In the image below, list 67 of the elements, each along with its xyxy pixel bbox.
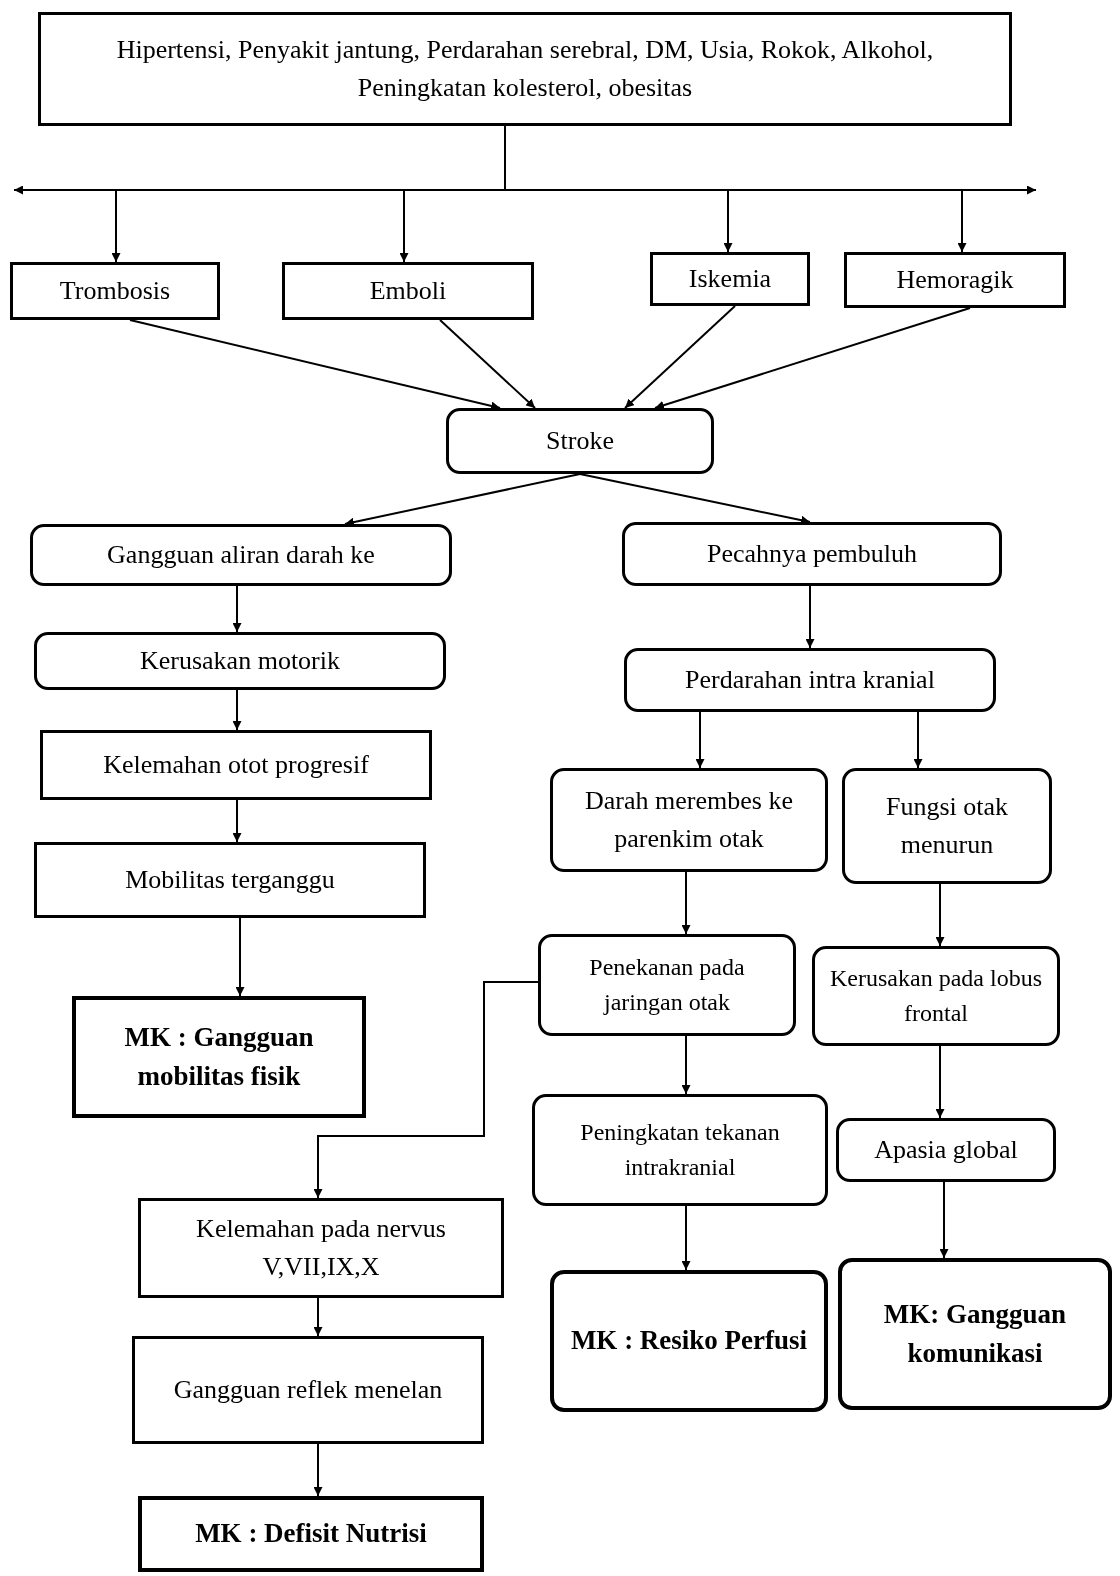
box-text: Pecahnya pembuluh — [706, 538, 918, 571]
box-text: Gangguan aliran darah ke — [107, 539, 375, 572]
box-text: MK : Resiko Perfusi — [570, 1324, 808, 1358]
diagnosis-box — [838, 1258, 1112, 1410]
process-box — [138, 1198, 504, 1298]
box-text: Penekanan pada jaringan otak — [588, 953, 746, 1017]
box-text: Darah merembes ke parenkim otak — [584, 785, 794, 855]
arrow — [232, 585, 242, 633]
process-box — [844, 252, 1066, 308]
box-text: Kelemahan otot progresif — [103, 749, 369, 782]
box-text: Hemoragik — [896, 264, 1014, 297]
box-text: Gangguan reflek menelan — [173, 1374, 443, 1407]
process-box — [40, 730, 432, 800]
diagnosis-box — [550, 1270, 828, 1412]
arrow — [232, 799, 242, 843]
arrow — [913, 711, 923, 769]
box-text: Hipertensi, Penyakit jantung, Perdarahan serebral, DM, Usia, Rokok, Alkohol, Peningkatan kolesterol, obesitas — [115, 34, 935, 104]
box-text: Mobilitas terganggu — [125, 864, 335, 897]
process-box — [624, 648, 996, 712]
process-box — [38, 12, 1012, 126]
box-text: Iskemia — [688, 263, 772, 296]
box-text: Perdarahan intra kranial — [685, 664, 935, 697]
process-box — [10, 262, 220, 320]
process-box — [842, 768, 1052, 884]
process-box — [34, 842, 426, 918]
process-box — [30, 524, 452, 586]
arrow — [439, 319, 536, 409]
arrow — [232, 689, 242, 731]
process-box — [446, 408, 714, 474]
box-text: Kelemahan pada nervus V,VII,IX,X — [195, 1213, 447, 1283]
process-box — [622, 522, 1002, 586]
arrow — [681, 1205, 691, 1271]
process-box — [132, 1336, 484, 1444]
process-box — [836, 1118, 1056, 1182]
arrow — [313, 981, 539, 1199]
diagnosis-box — [138, 1496, 484, 1572]
arrow — [313, 1443, 323, 1497]
arrow — [935, 883, 945, 947]
arrow — [935, 1045, 945, 1119]
process-box — [650, 252, 810, 306]
arrow — [654, 307, 971, 410]
process-box — [282, 262, 534, 320]
box-text: Stroke — [546, 425, 614, 458]
process-box — [812, 946, 1060, 1046]
arrow — [805, 585, 815, 649]
arrow — [681, 1035, 691, 1095]
process-box — [34, 632, 446, 690]
box-text: Emboli — [369, 275, 447, 308]
arrow — [695, 711, 705, 769]
box-text: Fungsi otak menurun — [884, 791, 1010, 861]
box-text: MK : Defisit Nutrisi — [195, 1517, 427, 1551]
diagnosis-box — [72, 996, 366, 1118]
process-box — [550, 768, 828, 872]
box-text: Kerusakan pada lobus frontal — [829, 964, 1043, 1028]
box-text: MK: Gangguan komunikasi — [882, 1297, 1068, 1370]
arrow — [235, 917, 245, 997]
box-text: Apasia global — [874, 1134, 1018, 1167]
box-text: MK : Gangguan mobilitas fisik — [123, 1020, 315, 1093]
box-text: Peningkatan tekanan intrakranial — [579, 1118, 781, 1182]
arrow — [939, 1181, 949, 1259]
box-text: Kerusakan motorik — [140, 645, 340, 678]
arrow — [313, 1297, 323, 1337]
arrow — [681, 871, 691, 935]
process-box — [538, 934, 796, 1036]
box-text: Trombosis — [59, 275, 171, 308]
process-box — [532, 1094, 828, 1206]
arrow — [624, 305, 736, 409]
